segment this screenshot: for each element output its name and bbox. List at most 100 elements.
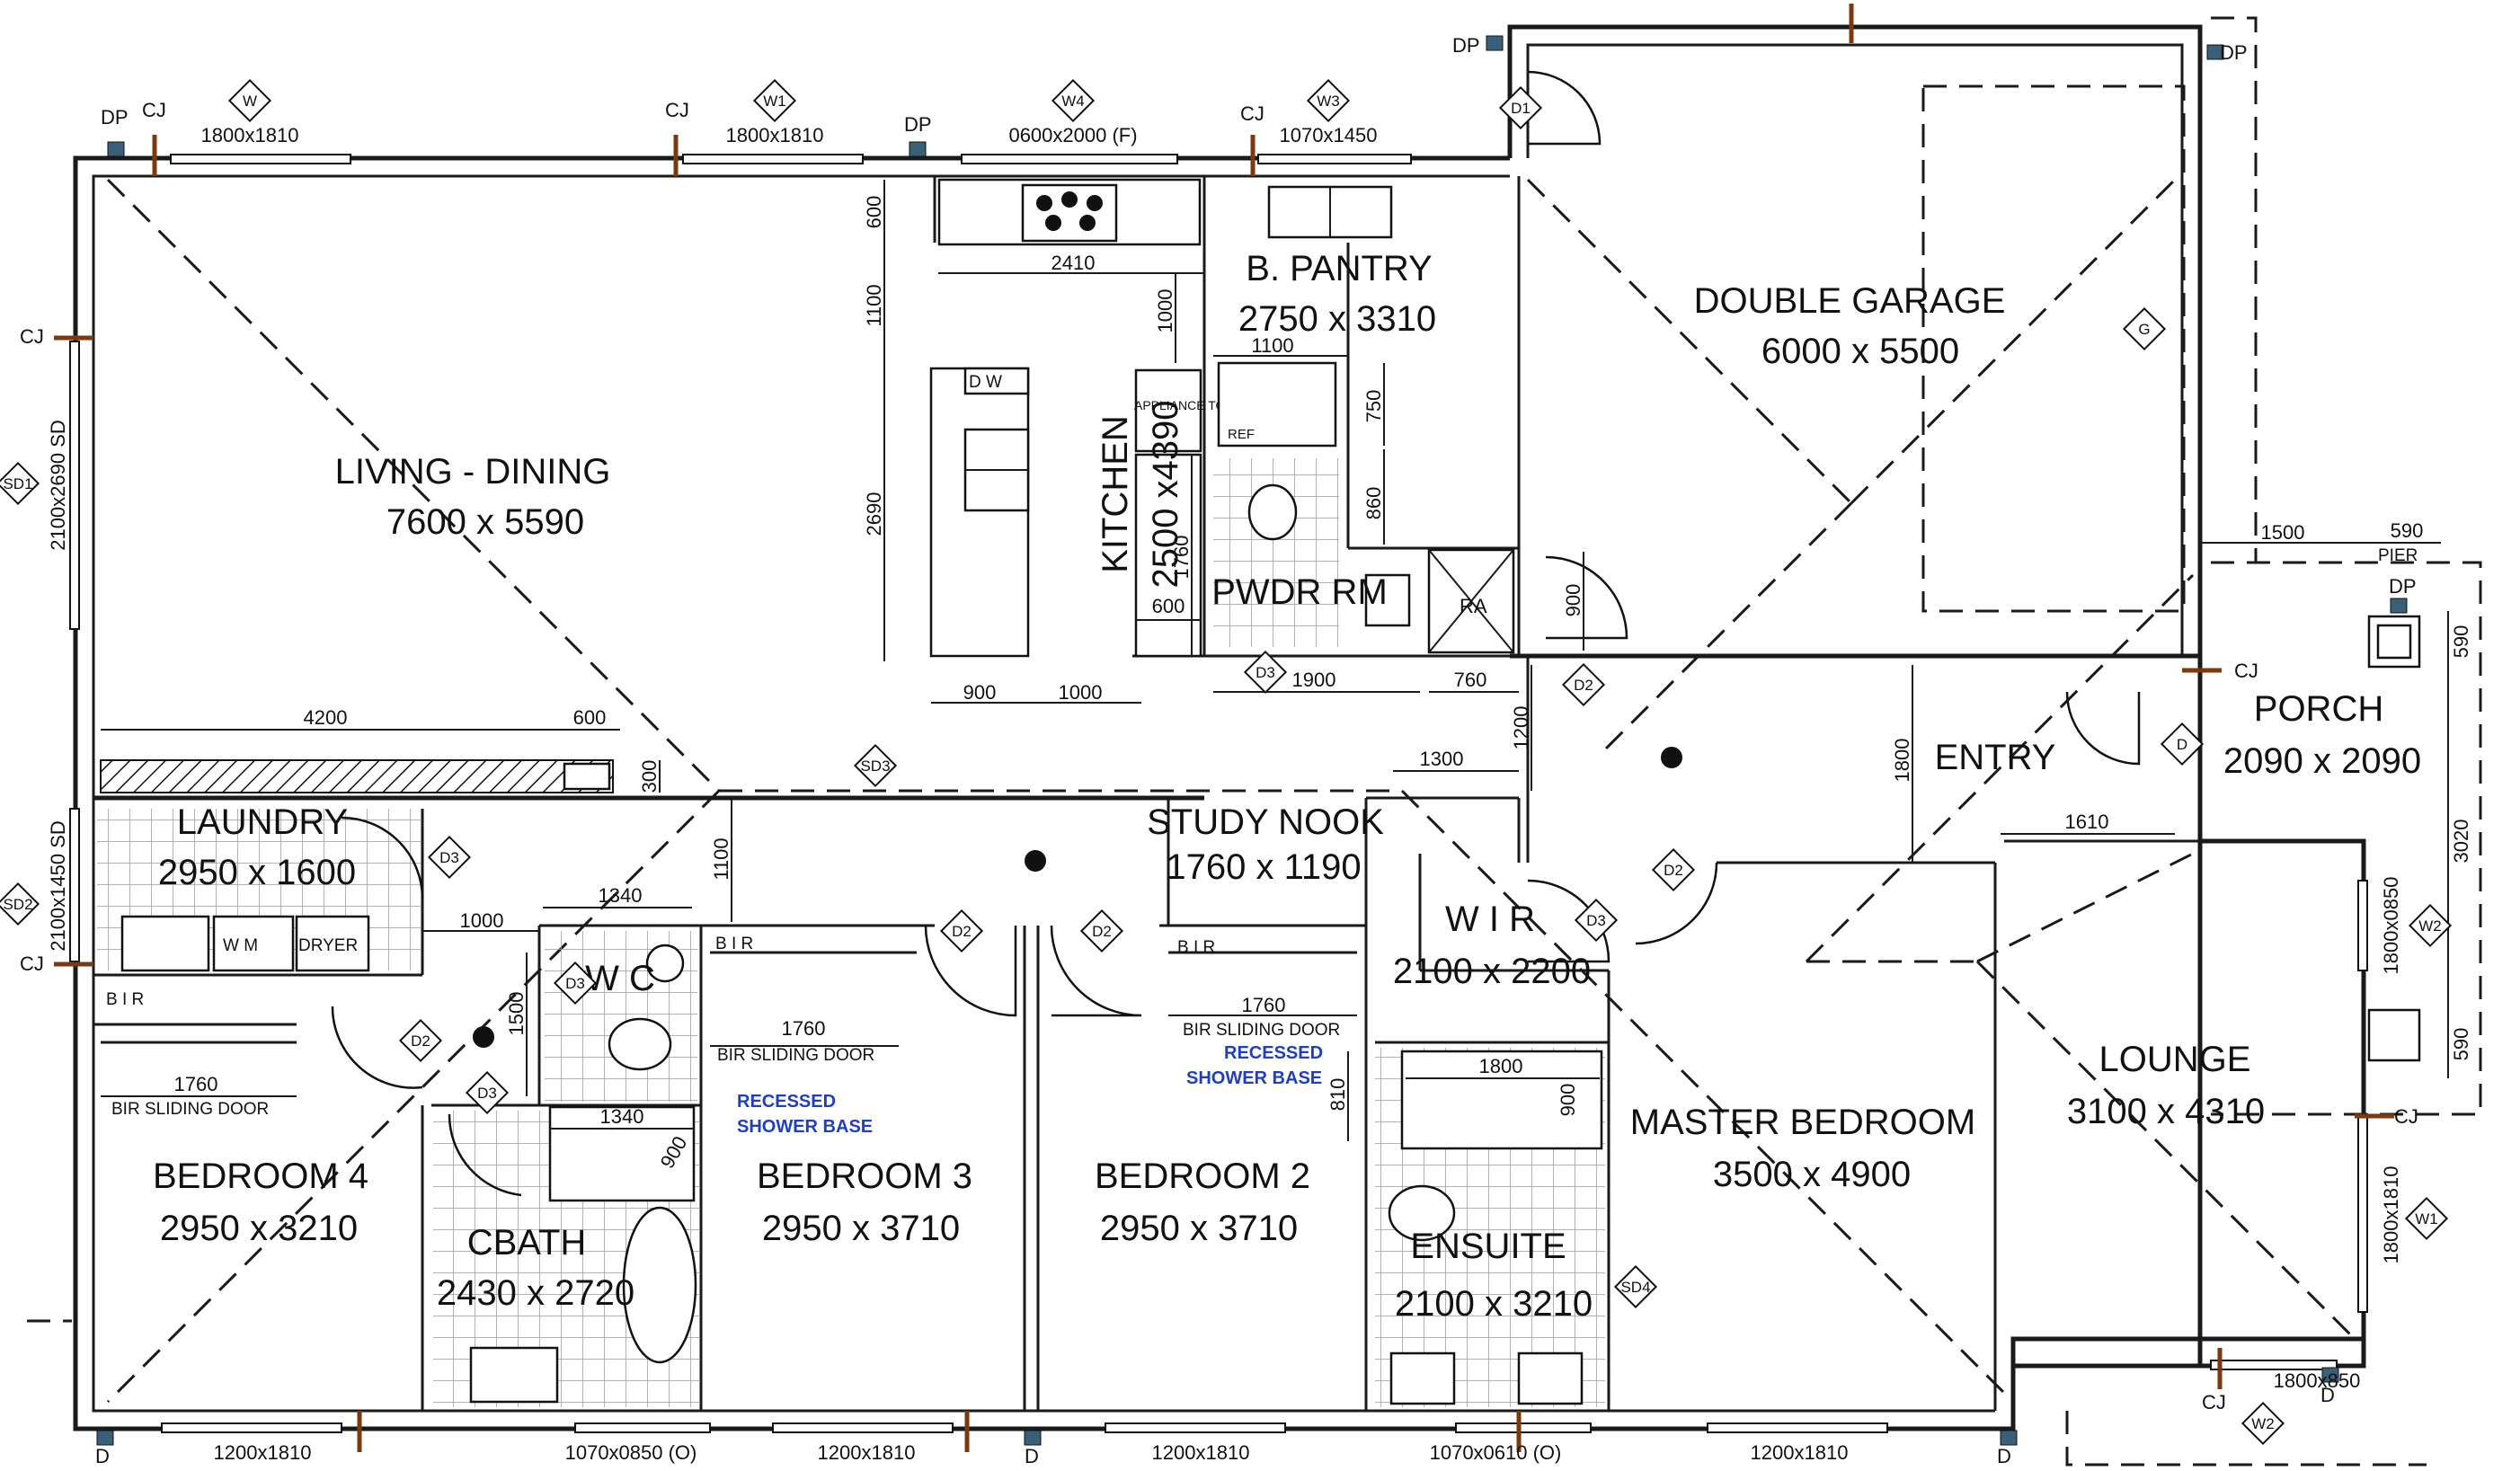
dp-label: DP: [2220, 41, 2248, 64]
d-label: D: [95, 1445, 110, 1467]
cj-label: CJ: [142, 99, 166, 121]
dim-label: 300: [638, 760, 661, 793]
porch-size: 2090 x 2090: [2223, 741, 2421, 781]
window-size-label: 1070x0850 (O): [565, 1441, 697, 1464]
window-tag: SD2: [0, 882, 40, 926]
washing-machine-label: W M: [223, 936, 258, 955]
downpipe: [1024, 1430, 1042, 1446]
ra-label: RA: [1460, 595, 1487, 617]
downpipe: [107, 141, 125, 157]
dim-label: 1000: [1059, 681, 1103, 704]
garage-entry-door-swing[interactable]: [1545, 555, 1628, 640]
window-bar: [161, 1422, 342, 1433]
cbath-name: CBATH: [467, 1223, 587, 1263]
pwdr-name: PWDR RM: [1211, 572, 1388, 612]
garage-wall: [1507, 24, 2203, 656]
laundry-door-swing[interactable]: [341, 816, 424, 899]
window-bar: [1257, 154, 1412, 164]
tag-label: W1: [763, 93, 786, 110]
master-door-swing[interactable]: [1635, 862, 1718, 945]
window-tag: W3: [1306, 78, 1351, 123]
d-label: D: [1025, 1445, 1039, 1467]
window-bar: [2357, 880, 2368, 971]
window-tag: W4: [1051, 78, 1096, 123]
dim-label: 1200: [1510, 706, 1532, 750]
roof-line: [1976, 852, 2194, 963]
piers: [2367, 615, 2421, 1062]
lounge-bottom-wall: [2010, 1336, 2364, 1366]
window-bar: [1455, 1422, 1592, 1433]
dim-label: 860: [1362, 487, 1385, 520]
pantry-size: 2750 x 3310: [1238, 299, 1436, 339]
garage-door-tag: G: [2122, 306, 2167, 351]
laundry-size: 2950 x 1600: [158, 853, 356, 892]
ensuite-name: ENSUITE: [1410, 1227, 1566, 1266]
roof-line: [1526, 178, 1853, 505]
cj-label: CJ: [20, 325, 44, 348]
wc-name: W C: [585, 959, 655, 998]
study-size: 1760 x 1190: [1166, 847, 1361, 887]
window-size-label: 1800x1810: [726, 124, 824, 146]
roof-line: [1400, 789, 2015, 1404]
cbath-door-swing[interactable]: [448, 1113, 522, 1197]
entry-door-swing[interactable]: [2065, 691, 2141, 766]
door-tag: SD4: [1613, 1264, 1658, 1309]
downpipes-and-joints: [54, 4, 2408, 1452]
window-bar: [170, 154, 351, 164]
downpipe: [1486, 35, 1504, 51]
window-size-label: 2100x1450 SD: [47, 820, 69, 952]
garage-door-swing[interactable]: [1527, 70, 1602, 146]
tag-label: D3: [477, 1085, 497, 1102]
bedroom2-door-swing[interactable]: [1050, 925, 1142, 1017]
window-labels: 1800x1810 1800x1810 0600x2000 (F) 1070x1…: [47, 124, 2402, 1464]
ensuite-shower: [1400, 1050, 1603, 1150]
tag-label: D2: [411, 1032, 430, 1050]
dim-label: 1760: [174, 1073, 218, 1095]
dim-label: 1000: [1154, 289, 1176, 333]
tag-label: SD1: [3, 475, 32, 492]
dim-label: 1300: [1420, 748, 1464, 770]
wir-door-swing[interactable]: [1527, 879, 1610, 963]
door-tag: D2: [939, 908, 984, 953]
tag-label: W4: [1061, 93, 1085, 110]
porch-name: PORCH: [2254, 689, 2383, 729]
bedroom4-door-swing[interactable]: [331, 1006, 423, 1089]
cj-label: CJ: [2202, 1391, 2226, 1413]
dim-label: 900: [963, 681, 997, 704]
dim-label: 1500: [2261, 521, 2305, 544]
smoke-detector-icon: [473, 1026, 494, 1048]
burner: [1036, 195, 1052, 211]
diamond-tags: W W1 W4 W3 SD1 SD2 W2 W1 W2 D1 G D3 D2 D…: [0, 78, 2453, 1446]
entry-name: ENTRY: [1935, 738, 2056, 777]
dim-label: 1760: [782, 1017, 826, 1040]
bir-label: B I R: [106, 990, 144, 1009]
downpipe: [909, 141, 927, 157]
kitchen-size: 2500 x4390: [1146, 400, 1185, 588]
bedroom4-name: BEDROOM 4: [153, 1156, 368, 1196]
dp-label: DP: [904, 113, 932, 136]
laundry-name: LAUNDRY: [177, 802, 348, 842]
window-bar: [2210, 1360, 2338, 1370]
bedroom3-door-swing[interactable]: [924, 925, 1017, 1017]
downpipe: [2321, 1367, 2339, 1383]
door-tag: SD3: [853, 743, 898, 788]
bedroom2-size: 2950 x 3710: [1100, 1209, 1298, 1248]
fixture-labels: B I R B I R B I R BIR SLIDING DOOR BIR S…: [106, 935, 1340, 1137]
bedroom3-name: BEDROOM 3: [757, 1156, 972, 1196]
kitchen-island: [929, 367, 1030, 658]
master-bedroom-name: MASTER BEDROOM: [1630, 1103, 1975, 1142]
dim-label: 750: [1362, 390, 1385, 423]
tag-label: D1: [1511, 100, 1531, 117]
wc-toilet: [608, 1017, 672, 1071]
window-size-label: 1200x1810: [818, 1441, 916, 1464]
window-bar: [2357, 1113, 2368, 1313]
dim-label: 1760: [1242, 994, 1286, 1016]
dimension-labels: 2410 600 1100 2690 1000 1100 750 860 176…: [174, 196, 2472, 1173]
appliance-tower: [1134, 368, 1202, 453]
dim-label: 1340: [599, 884, 643, 907]
washing-machine: [212, 915, 295, 972]
window-size-label: 1070x1450: [1280, 124, 1378, 146]
tag-label: G: [2138, 321, 2150, 338]
window-bar: [69, 808, 80, 962]
